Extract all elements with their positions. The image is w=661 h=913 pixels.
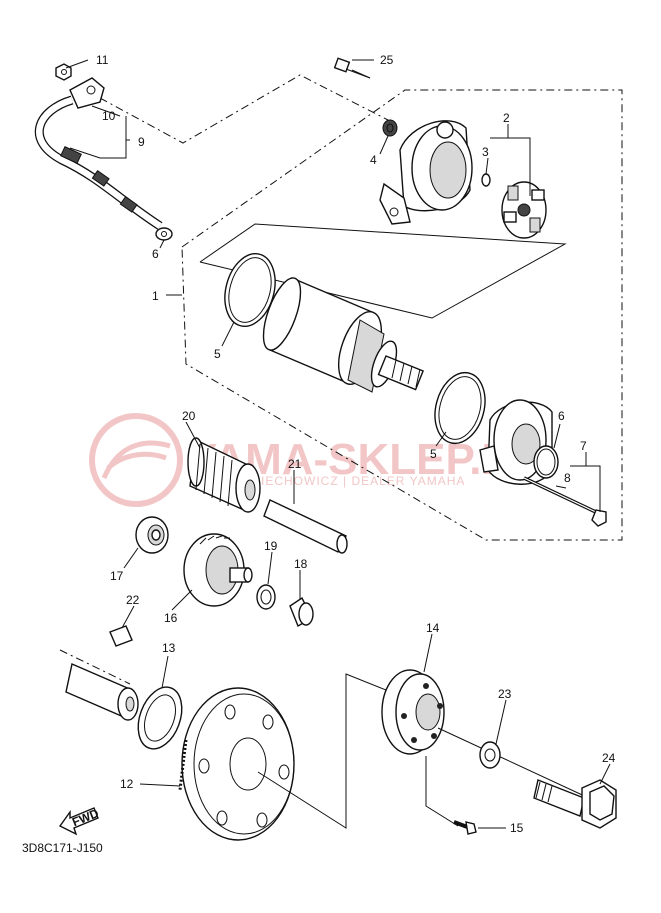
callout-10: 10: [102, 109, 116, 123]
fwd-label: FWD: [70, 806, 101, 829]
part-11-nut: [55, 63, 72, 81]
starter-front-cover: [479, 399, 553, 485]
starter-assembly-boundary: [181, 89, 623, 541]
callout-3: 3: [482, 145, 489, 159]
part-19-washer: [256, 584, 276, 610]
callout-14: 14: [426, 621, 440, 635]
part-14-clutch-housing: [381, 669, 445, 755]
part-23-washer: [479, 741, 501, 769]
callout-11: 11: [96, 53, 109, 67]
part-6-o-ring: [533, 445, 559, 479]
part-13-washer: [137, 686, 183, 750]
part-16-clutch-gear: [183, 533, 253, 607]
part-25-bolt: [333, 57, 371, 79]
part-24-bolt: [533, 779, 617, 829]
diagram-code: 3D8C171-J150: [22, 841, 103, 855]
callout-8: 8: [564, 471, 571, 485]
part-21-shaft: [263, 499, 348, 554]
callout-24: 24: [602, 751, 616, 765]
callout-16: 16: [164, 611, 178, 625]
callout-21: 21: [288, 457, 302, 471]
part-5-o-ring-upper: [224, 253, 276, 327]
callout-15: 15: [510, 821, 524, 835]
callout-23: 23: [498, 687, 512, 701]
callout-13: 13: [162, 641, 176, 655]
part-9-starter-cable: [34, 95, 173, 241]
ref-line-washer: [437, 727, 607, 807]
ref-line-bottom: [257, 673, 387, 829]
callout-4: 4: [370, 153, 377, 167]
callout-9: 9: [138, 135, 145, 149]
part-2-brush-holder: [501, 181, 547, 239]
ref-line-bolt-15: [425, 756, 459, 827]
callout-12: 12: [120, 777, 134, 791]
starter-motor-body: [262, 277, 424, 393]
part-12-starter-wheel-gear: [178, 687, 295, 841]
crankshaft-end: [59, 649, 139, 721]
part-8-long-bolt: [523, 476, 607, 527]
starter-rear-cover: [379, 120, 473, 225]
callout-20: 20: [182, 409, 196, 423]
part-22-key: [109, 625, 133, 647]
part-10-cable-terminal: [69, 77, 105, 109]
callout-22: 22: [126, 593, 140, 607]
watermark-dealer: MIECHOWICZ | DEALER YAMAHA: [250, 474, 465, 488]
part-3-washer: [481, 173, 491, 187]
callout-19: 19: [264, 539, 278, 553]
leader-lines: [65, 59, 611, 829]
callout-labels: 11 10 9 6 25 4 3 2 1 5 5 6 7 8 20 21 17 …: [96, 53, 616, 835]
callout-6-cable: 6: [152, 247, 159, 261]
callout-18: 18: [294, 557, 308, 571]
callout-1: 1: [152, 289, 159, 303]
part-4-nut: [382, 119, 398, 137]
callout-5-upper: 5: [214, 347, 221, 361]
part-20-idler-gear: [187, 437, 261, 513]
callout-6: 6: [558, 409, 565, 423]
ref-line-cable: [99, 74, 389, 144]
callout-5-lower: 5: [430, 447, 437, 461]
callout-7: 7: [580, 439, 587, 453]
fwd-arrow: FWD: [58, 806, 101, 836]
ref-line-brush: [199, 223, 567, 319]
callout-2: 2: [503, 111, 510, 125]
part-17-bearing: [135, 516, 169, 554]
callout-25: 25: [380, 53, 394, 67]
callout-17: 17: [110, 569, 124, 583]
part-15-bolt: [453, 820, 477, 835]
part-5-o-ring-lower: [434, 371, 486, 445]
part-18-needle-bearing: [289, 596, 314, 628]
